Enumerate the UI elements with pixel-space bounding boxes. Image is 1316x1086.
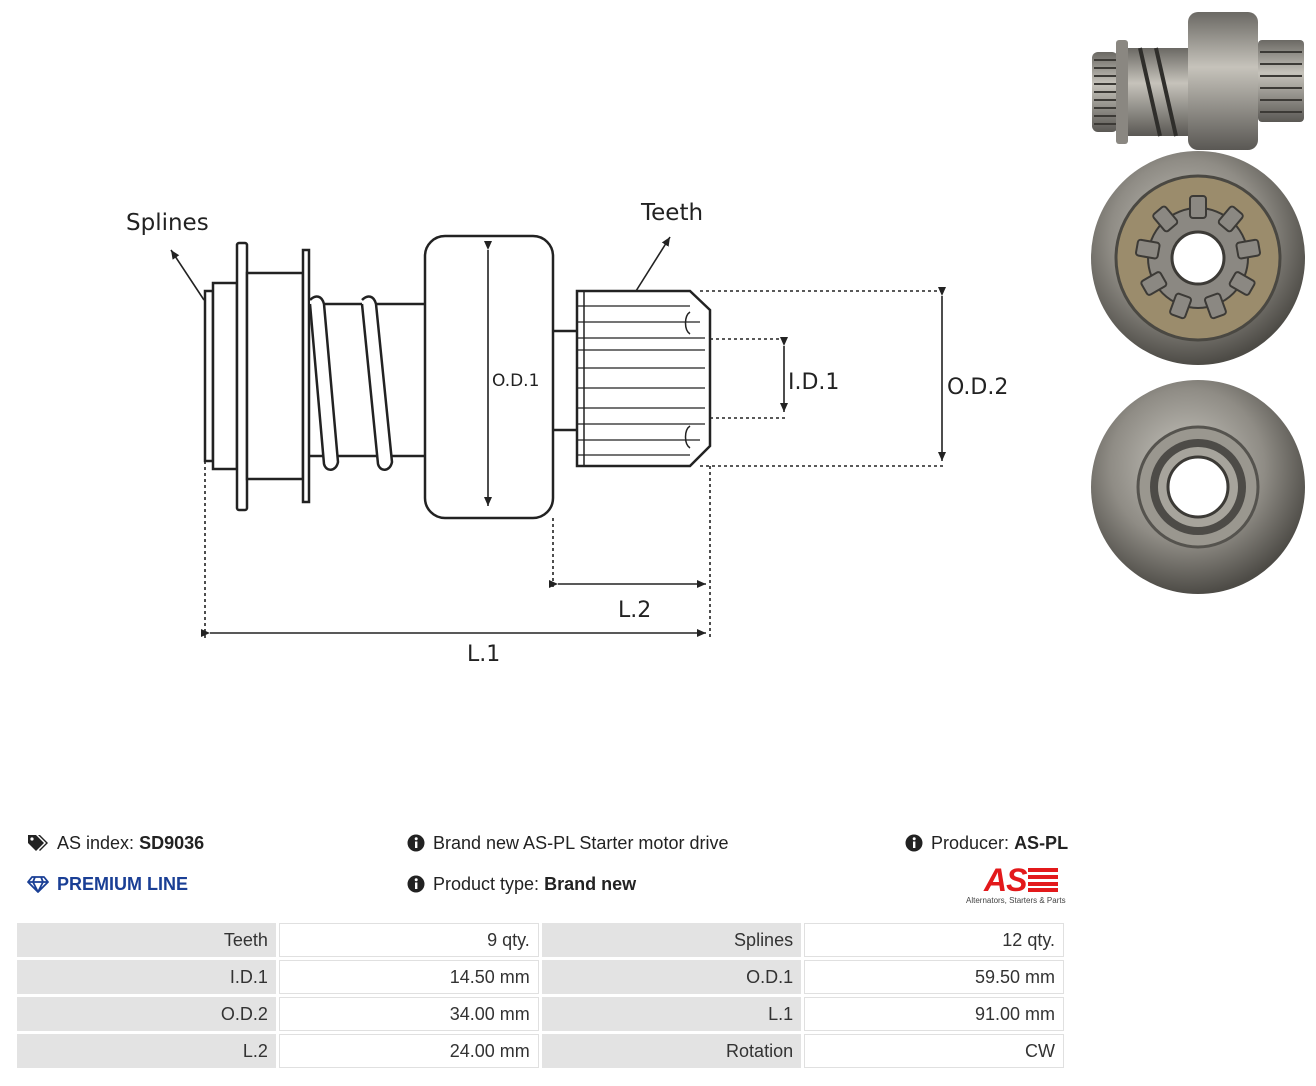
spec-value: CW — [804, 1034, 1064, 1068]
producer: Producer: AS-PL — [905, 833, 1068, 857]
spec-value: 34.00 mm — [278, 997, 539, 1031]
product-type-label: Product type: — [433, 874, 540, 894]
od1-label: O.D.1 — [492, 371, 539, 391]
producer-label: Producer: — [931, 833, 1010, 853]
spec-label: Teeth — [17, 923, 276, 957]
description: Brand new AS-PL Starter motor drive — [407, 833, 728, 857]
dimension-lines — [170, 236, 946, 640]
spec-label: L.1 — [541, 997, 802, 1031]
as-index-value: SD9036 — [139, 833, 205, 853]
l2-label: L.2 — [618, 598, 651, 623]
id1-label: I.D.1 — [788, 370, 839, 395]
product-type-value: Brand new — [544, 874, 637, 894]
table-row: Teeth 9 qty. Splines 12 qty. — [17, 923, 1064, 957]
table-row: L.2 24.00 mm Rotation CW — [17, 1034, 1064, 1068]
spec-value: 9 qty. — [278, 923, 539, 957]
description-text: Brand new AS-PL Starter motor drive — [433, 833, 729, 853]
producer-value: AS-PL — [1014, 833, 1069, 853]
logo-mark: AS — [984, 862, 1027, 898]
tags-icon — [27, 834, 49, 857]
as-pl-logo: AS Alternators, Starters & Parts — [966, 862, 1070, 908]
table-row: I.D.1 14.50 mm O.D.1 59.50 mm — [17, 960, 1064, 994]
spec-value: 14.50 mm — [278, 960, 539, 994]
spec-value: 12 qty. — [804, 923, 1064, 957]
od2-label: O.D.2 — [947, 375, 1008, 400]
as-index: AS index: SD9036 — [27, 833, 204, 857]
rear-view-photo — [1091, 380, 1305, 594]
spec-label: Rotation — [541, 1034, 802, 1068]
premium-line: PREMIUM LINE — [27, 874, 188, 898]
spec-label: O.D.2 — [17, 997, 276, 1031]
table-row: O.D.2 34.00 mm L.1 91.00 mm — [17, 997, 1064, 1031]
diamond-icon — [27, 875, 49, 898]
info-icon — [407, 834, 425, 857]
spec-label: Splines — [541, 923, 802, 957]
l1-label: L.1 — [467, 642, 500, 667]
splines-label: Splines — [126, 210, 209, 236]
spec-value: 91.00 mm — [804, 997, 1064, 1031]
teeth-label: Teeth — [640, 200, 703, 226]
side-view-photo — [1092, 12, 1304, 150]
premium-line-label: PREMIUM LINE — [57, 874, 189, 894]
as-index-label: AS index: — [57, 833, 135, 853]
front-view-photo — [1091, 151, 1305, 365]
spec-label: L.2 — [17, 1034, 276, 1068]
info-icon — [905, 834, 923, 857]
spec-value: 24.00 mm — [278, 1034, 539, 1068]
info-icon — [407, 875, 425, 898]
spec-label: O.D.1 — [541, 960, 802, 994]
logo-tagline: Alternators, Starters & Parts — [966, 896, 1066, 905]
product-type: Product type: Brand new — [407, 874, 636, 898]
spec-value: 59.50 mm — [804, 960, 1064, 994]
spec-label: I.D.1 — [17, 960, 276, 994]
drive-outline — [203, 234, 712, 520]
spec-table: Teeth 9 qty. Splines 12 qty. I.D.1 14.50… — [14, 920, 1067, 1071]
logo-stripes-icon — [1028, 868, 1058, 892]
